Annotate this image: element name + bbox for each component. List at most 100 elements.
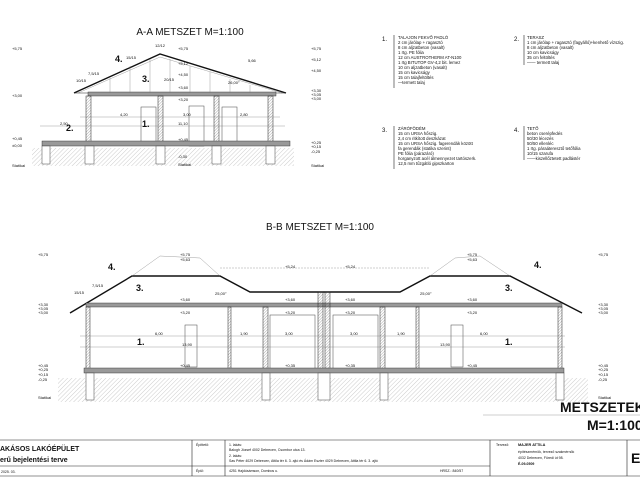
svg-text:+3,60: +3,60 [285,297,296,302]
svg-text:+5,63: +5,63 [467,257,478,262]
svg-text:Statikai: Statikai [311,163,324,168]
svg-text:+3,05: +3,05 [38,306,49,311]
svg-text:—— termett talaj: —— termett talaj [527,60,559,65]
svg-text:+5,63: +5,63 [180,257,191,262]
site-label: Épül: [196,468,204,473]
svg-text:ZÁRÓFÖDÉM: ZÁRÓFÖDÉM [398,126,426,131]
svg-text:+5,75: +5,75 [311,46,322,51]
svg-text:+3,30: +3,30 [598,302,609,307]
svg-text:+3,00: +3,00 [12,93,23,98]
svg-text:2,80: 2,80 [240,112,249,117]
svg-text:+5,75: +5,75 [180,252,191,257]
bb-left-levels: +5,75 +3,30 +3,05 +3,00 +0,45 +0,25 +0,1… [38,252,51,400]
layer-notes: 1. TALAJON FEKVŐ PADLÓ 2 cm járólap + ra… [382,35,624,169]
svg-text:26,00°: 26,00° [228,80,240,85]
designer-address: 4032 Debrecen, Füredi út 98. [518,456,564,460]
svg-text:15 cm kavicságy: 15 cm kavicságy [398,70,431,75]
designer-title: építészmérnök, tervező szakmérnök [518,450,574,454]
svg-text:4.: 4. [115,54,123,64]
svg-text:+5,75: +5,75 [598,252,609,257]
svg-text:TETŐ: TETŐ [527,126,539,131]
section-aa-title: A-A METSZET M=1:100 [136,27,244,38]
client-1: Balogh József 4002 Debrecen, Csombor utc… [229,448,305,452]
svg-text:50/30 lécezés: 50/30 lécezés [527,136,554,141]
svg-text:15 cm URSA hőszig. fagerendák: 15 cm URSA hőszig. fagerendák között [398,141,474,146]
svg-text:Statikai: Statikai [598,395,611,400]
garage-opening [269,314,316,370]
sheet-code: E [631,450,640,466]
svg-text:±0,00: ±0,00 [12,143,23,148]
svg-text:10 cm kavicságy: 10 cm kavicságy [527,50,560,55]
svg-text:+0,45: +0,45 [178,137,189,142]
svg-text:4.: 4. [534,260,542,270]
svg-text:1,90: 1,90 [240,331,249,336]
title-block: AKÁSOS LAKÓÉPÜLET erű bejelentési terve … [0,439,640,477]
footings [41,145,276,165]
svg-text:+3,00: +3,00 [598,310,609,315]
svg-text:15/15: 15/15 [126,55,137,60]
svg-text:3,00: 3,00 [285,331,294,336]
svg-text:+0,15: +0,15 [38,372,49,377]
aa-inner-levels: +5,75 +5,12 +4,50 +3,60 +3,20 +0,45 -0,3… [178,46,191,167]
svg-text:PE fólia (párazáró): PE fólia (párazáró) [398,151,434,156]
svg-text:3.: 3. [142,74,150,84]
svg-text:2 cm járólap + ragasztó: 2 cm járólap + ragasztó [398,40,443,45]
note-4: 4. TETŐ beton cserépfedés 50/30 lécezés … [514,126,581,161]
svg-text:+0,45: +0,45 [38,363,49,368]
svg-text:1.: 1. [142,119,150,129]
svg-text:+0,45: +0,45 [180,363,191,368]
svg-text:2.: 2. [66,123,74,133]
svg-text:50/50 ellenléc: 50/50 ellenléc [527,141,554,146]
svg-text:+0,45: +0,45 [12,136,23,141]
svg-text:12,5 mm tűzgátló gipszkarton: 12,5 mm tűzgátló gipszkarton [398,161,455,166]
svg-text:+3,00: +3,00 [311,96,322,101]
svg-text:7,5/15: 7,5/15 [88,71,100,76]
client-label: Építtető: [196,442,209,447]
svg-text:+5,12: +5,12 [311,57,322,62]
svg-text:+4,50: +4,50 [311,68,322,73]
aa-right-levels: +5,75 +5,12 +4,50 +3,30 +3,05 +3,00 +0,2… [311,46,324,168]
svg-text:3.: 3. [136,283,144,293]
svg-text:11,10: 11,10 [178,121,188,126]
svg-text:25,00°: 25,00° [420,291,432,296]
svg-text:——kiszellőztetett padlástér: ——kiszellőztetett padlástér [527,156,581,161]
svg-text:4.: 4. [108,262,116,272]
svg-text:+3,60: +3,60 [345,297,356,302]
svg-text:+3,20: +3,20 [285,310,296,315]
svg-text:+3,60: +3,60 [467,297,478,302]
svg-text:+0,35: +0,35 [345,363,356,368]
svg-text:+0,25: +0,25 [598,367,609,372]
client-2-label: 2. lakás: [229,454,242,458]
note-1: 1. TALAJON FEKVŐ PADLÓ 2 cm járólap + ra… [382,35,462,88]
svg-text:10 cm aljzatbeton (vasalt): 10 cm aljzatbeton (vasalt) [398,65,448,70]
aa-dimensions: 4,20 3,00 2,80 11,10 2,50 5,66 26,00° 12… [60,43,257,126]
svg-text:3.: 3. [382,128,387,134]
svg-text:+5,75: +5,75 [38,252,49,257]
hip-outline [131,255,221,277]
svg-text:4.: 4. [514,128,519,134]
svg-text:3,00: 3,00 [183,112,192,117]
svg-text:8 cm aljzatbeton (vasalt): 8 cm aljzatbeton (vasalt) [398,45,445,50]
aa-left-levels: +5,75 +3,00 +0,45 ±0,00 Statikai [12,46,25,168]
door [450,324,464,368]
hip-outline [429,255,511,277]
svg-text:-0,30: -0,30 [178,154,188,159]
svg-text:+3,20: +3,20 [178,97,189,102]
svg-text:+0,15: +0,15 [598,372,609,377]
svg-text:20/15: 20/15 [164,77,175,82]
svg-text:15/15: 15/15 [74,290,85,295]
svg-text:1,90: 1,90 [397,331,406,336]
svg-text:Statikai: Statikai [38,395,51,400]
svg-text:12/12: 12/12 [155,43,166,48]
svg-text:3,00: 3,00 [350,331,359,336]
svg-text:horganyzott acél álmennyezet t: horganyzott acél álmennyezet tartószerk. [398,156,476,161]
svg-text:—termett talaj: —termett talaj [398,80,425,85]
svg-text:+3,60: +3,60 [178,85,189,90]
svg-text:+3,20: +3,20 [180,310,191,315]
svg-text:+3,05: +3,05 [311,92,322,97]
bb-dimensions: 6,00 1,90 3,00 3,00 1,90 6,00 13,90 13,9… [74,283,489,347]
svg-text:+3,00: +3,00 [38,310,49,315]
bb-layer-markers: 1. 1. 3. 3. 4. 4. [108,260,542,347]
svg-text:-0,25: -0,25 [38,377,48,382]
ceiling-slab [87,91,277,97]
